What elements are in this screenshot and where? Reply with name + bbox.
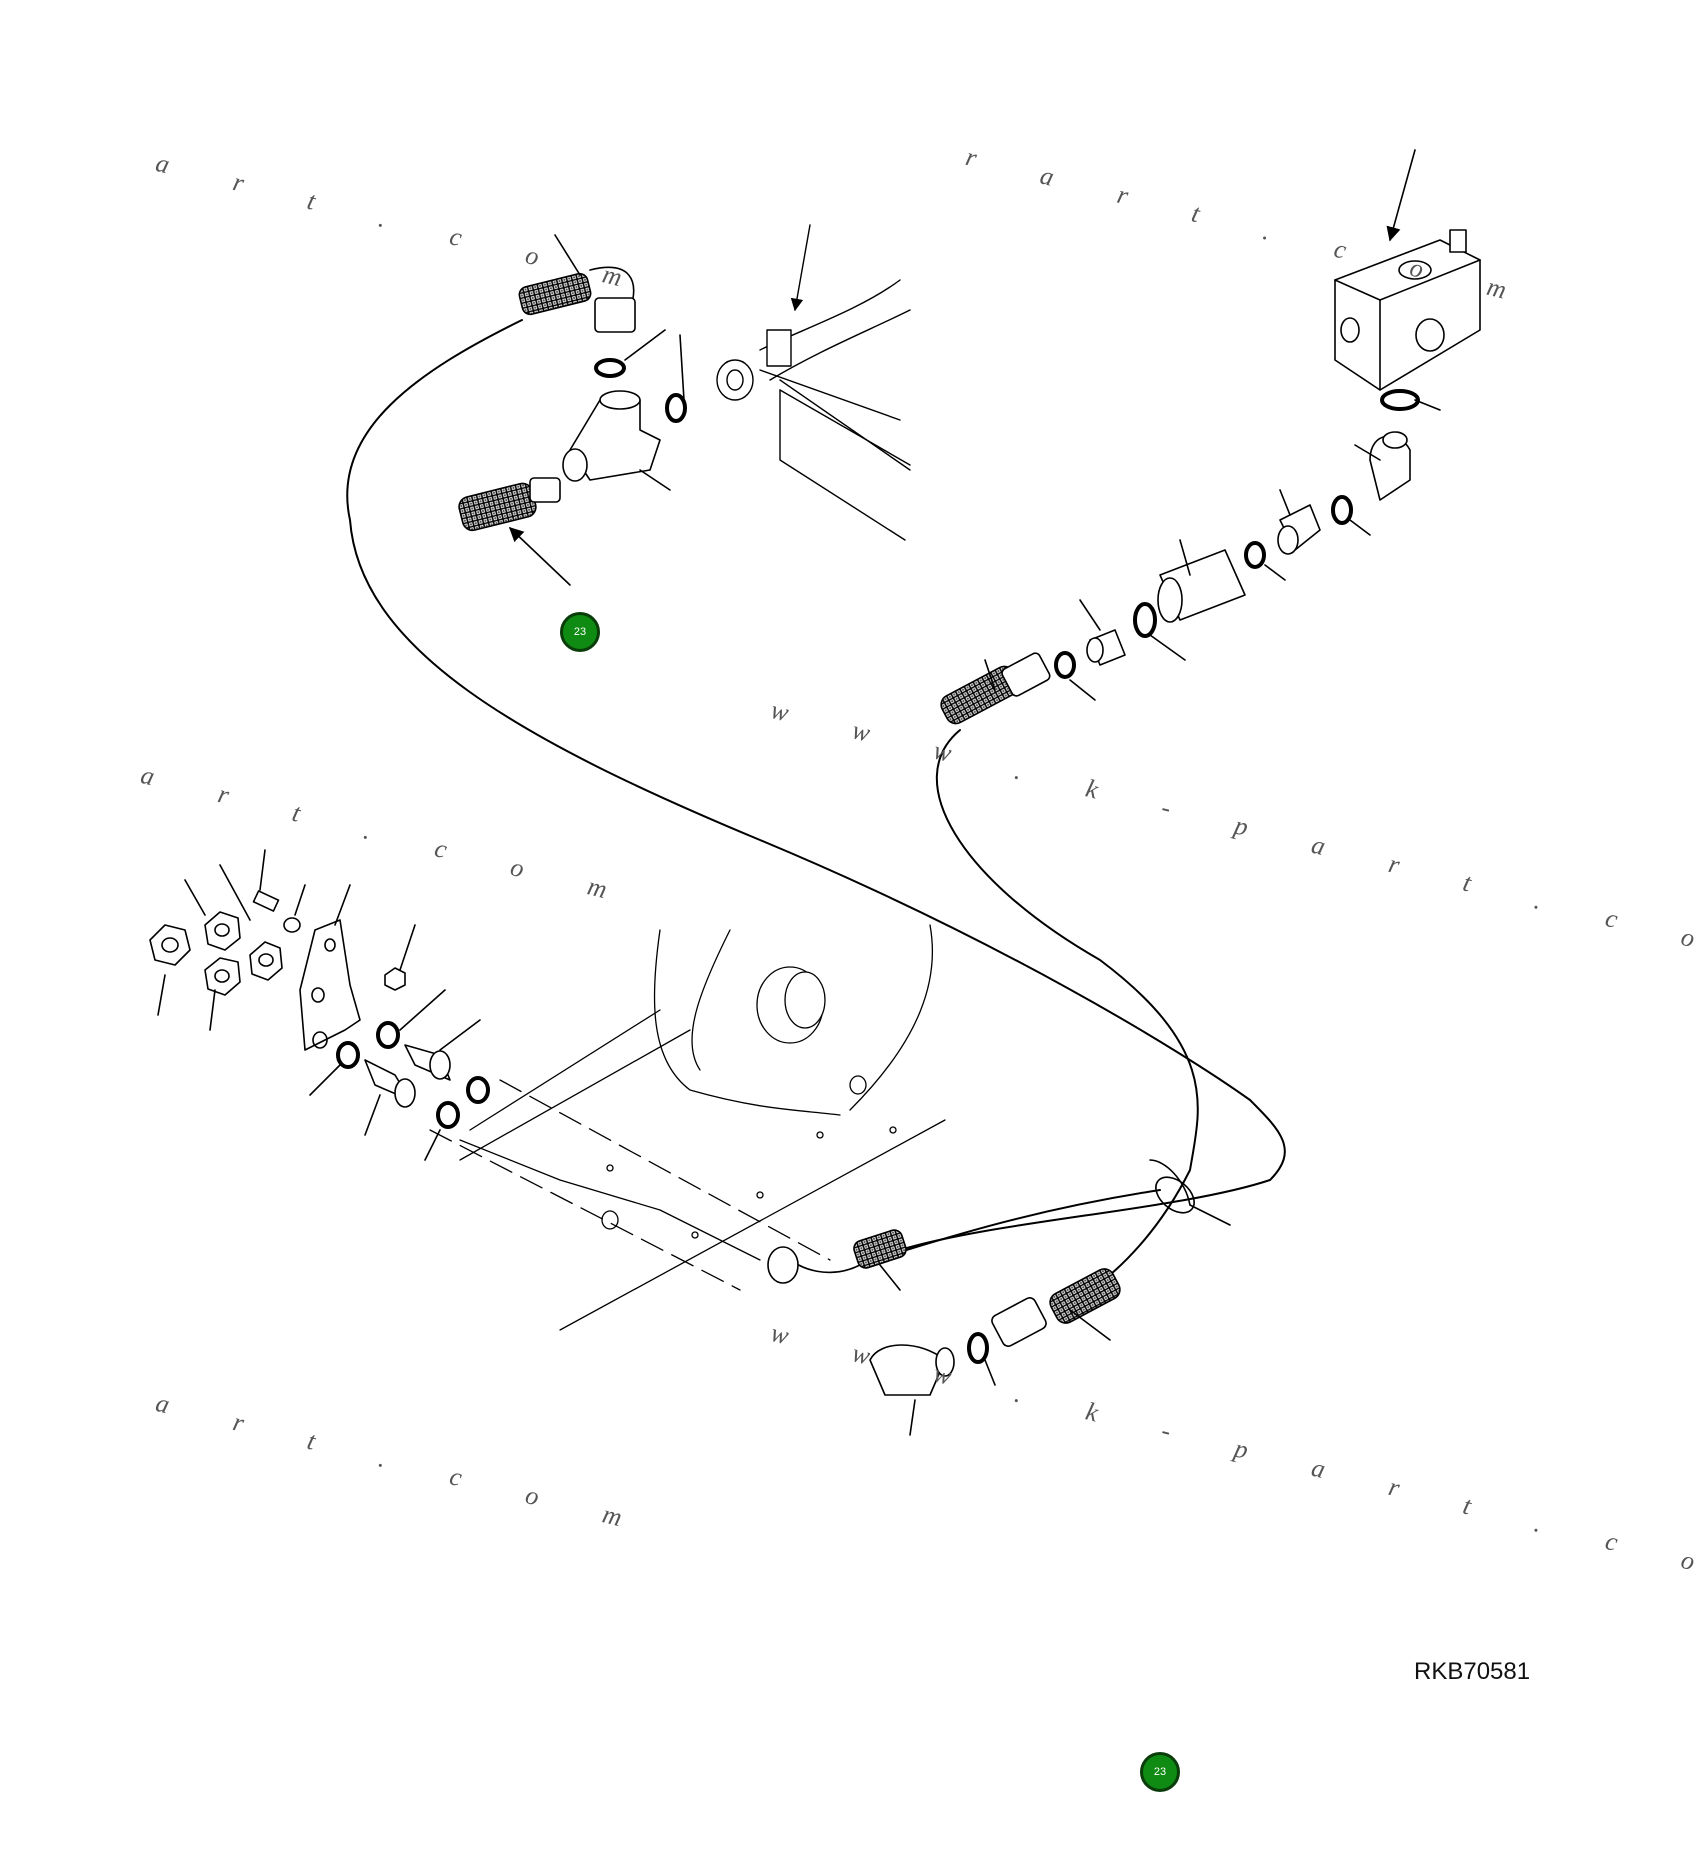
hose-line-tail	[889, 1189, 1161, 1256]
o-ring	[1054, 651, 1076, 679]
o-ring	[436, 1101, 460, 1129]
hose-line-main	[346, 319, 1286, 1251]
elbow-hose-fitting-bottom	[767, 1229, 907, 1291]
elbow-fitting-right	[1354, 431, 1411, 501]
tee-fitting	[562, 390, 671, 491]
valve-block	[1334, 149, 1481, 391]
part-hotspot-23[interactable]: 23	[1140, 1752, 1180, 1792]
o-ring	[1244, 541, 1266, 569]
o-ring	[1380, 389, 1420, 411]
o-ring	[967, 1332, 989, 1364]
hose-clamp	[1149, 1159, 1231, 1226]
bolt-washer-small	[252, 849, 306, 933]
o-ring	[376, 1021, 400, 1049]
elbow-fitting-bottom	[869, 1344, 955, 1436]
union-fitting	[1277, 489, 1321, 555]
connector-studs	[309, 989, 481, 1161]
nut-group-left	[149, 864, 283, 1031]
machine-body-section	[429, 924, 946, 1331]
o-ring	[665, 393, 687, 423]
elbow-hose-fitting-top	[518, 234, 636, 333]
hose-line-secondary	[935, 729, 1199, 1291]
hose-end-right	[940, 652, 1051, 725]
nut-small-right	[384, 924, 416, 991]
o-ring	[1331, 495, 1353, 525]
connector-sleeve	[1157, 539, 1246, 623]
hose-end-bottom-right	[991, 1268, 1121, 1347]
o-ring	[466, 1076, 490, 1104]
o-ring	[336, 1041, 360, 1069]
hose-end-with-arrow	[458, 477, 571, 586]
o-ring	[594, 358, 626, 378]
o-ring	[1133, 602, 1157, 638]
mounting-plate	[299, 884, 361, 1051]
frame-bracket-top	[716, 224, 911, 541]
adapter-fitting	[1079, 599, 1126, 666]
part-hotspot-23[interactable]: 23	[560, 612, 600, 652]
drawing-code: RKB70581	[1414, 1658, 1531, 1685]
